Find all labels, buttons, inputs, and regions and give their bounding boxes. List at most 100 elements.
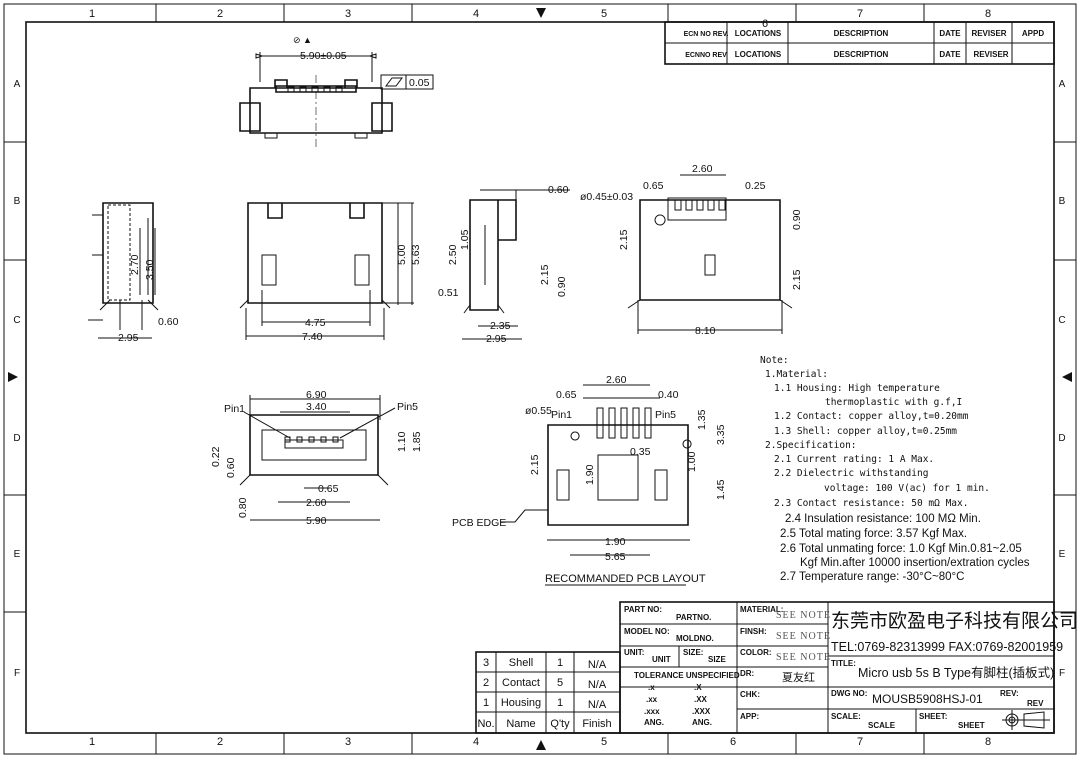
dimension-label: 2.70 — [129, 254, 141, 275]
dimension-label: 0.90 — [556, 276, 568, 297]
col-label: 3 — [345, 8, 351, 20]
field-label: MODEL NO: — [624, 627, 670, 636]
row-label: F — [1059, 668, 1065, 679]
row-label: A — [14, 79, 21, 90]
dimension-label: 2.95 — [486, 333, 507, 345]
field-label: PART NO: — [624, 605, 662, 614]
field-label: REV: — [1000, 689, 1019, 698]
col-label: 5 — [601, 8, 607, 20]
drawing-number: MOUSB5908HSJ-01 — [872, 692, 983, 706]
dimension-label: 1.10 — [396, 431, 408, 452]
dimension-label: 7.40 — [302, 331, 323, 343]
dimension-label: 8.10 — [695, 325, 716, 337]
bom-cell: Housing — [501, 697, 541, 709]
drawn-by: 夏友红 — [782, 670, 815, 684]
col-label: 8 — [985, 736, 991, 748]
dimension-label: 1.85 — [411, 431, 423, 452]
bom-cell: N/A — [588, 699, 607, 711]
dimension-label: 3.50 — [144, 259, 156, 280]
rev-header: APPD — [1022, 29, 1044, 38]
dimension-label: 4.75 — [305, 317, 326, 329]
note-line: Kgf Min.after 10000 insertion/extration … — [800, 557, 1030, 569]
dimension-label: 5.00 — [396, 244, 408, 265]
note-line: 1.1 Housing: High temperature — [774, 383, 940, 394]
col-label: 6 — [762, 18, 768, 30]
rev-header: DESCRIPTION — [834, 29, 889, 38]
dimension-label: 1.90 — [605, 536, 626, 548]
dimension-label: 2.15 — [529, 454, 541, 475]
projection-symbol-icon — [1002, 710, 1050, 730]
part-no: PARTNO. — [676, 613, 711, 622]
bom-cell: Contact — [502, 677, 540, 689]
flatness-box — [380, 74, 434, 90]
dimension-label: 1.35 — [696, 409, 708, 430]
dimension-label: ø0.45±0.03 — [580, 191, 633, 203]
field-label: DWG NO: — [831, 689, 867, 698]
dimension-label: 5.65 — [605, 551, 626, 563]
bom-cell: N/A — [588, 679, 607, 691]
dimension-label: 2.60 — [306, 497, 327, 509]
field-label: SHEET: — [919, 712, 947, 721]
note-line: thermoplastic with g.f,I — [825, 397, 962, 408]
tolerance-value: ANG. — [692, 718, 712, 727]
dimension-label: 5.90±0.05 — [300, 50, 347, 62]
row-label: D — [13, 433, 20, 444]
dimension-label: 0.65 — [318, 483, 339, 495]
dimension-label: 0.51 — [438, 287, 459, 299]
rev-cell: LOCATIONS — [735, 50, 782, 59]
side-view-2: 0.60 1.05 2.50 2.15 0.90 0.51 2.35 2.95 — [438, 184, 570, 345]
field-label: COLOR: — [740, 648, 772, 657]
col-label: 1 — [89, 8, 95, 20]
center-arrow-icon — [8, 8, 1072, 750]
tolerance-value: .xxx — [644, 707, 660, 716]
dimension-label: 2.15 — [539, 264, 551, 285]
rev-header: REVISER — [971, 29, 1006, 38]
tolerance-value: .xx — [646, 695, 658, 704]
pin-label: Pin1 — [224, 403, 245, 415]
dimension-label: 0.40 — [658, 389, 679, 401]
row-label: C — [13, 315, 20, 326]
note-line: 2.4 Insulation resistance: 100 MΩ Min. — [785, 513, 981, 525]
dimension-label: 5.90 — [306, 515, 327, 527]
bom-cell: 1 — [557, 657, 563, 669]
dimension-label: 2.15 — [618, 229, 630, 250]
pcb-edge-label: PCB EDGE — [452, 517, 506, 529]
grid-column-labels: 1 2 3 4 5 6 7 8 1 2 3 4 5 6 7 8 — [89, 8, 991, 748]
col-label: 4 — [473, 736, 479, 748]
size: SIZE — [708, 655, 726, 664]
bom-cell: 1 — [557, 697, 563, 709]
bom-cell: 5 — [557, 677, 563, 689]
field-label: DR: — [740, 669, 754, 678]
dimension-label: 0.25 — [745, 180, 766, 192]
col-label: 7 — [857, 8, 863, 20]
dimension-label: 0.35 — [630, 446, 651, 458]
revision-table: ECN NO REV. LOCATIONS DESCRIPTION DATE R… — [664, 21, 1055, 65]
col-label: 7 — [857, 736, 863, 748]
tolerance-value: .XXX — [692, 707, 711, 716]
note-line: 2.Specification: — [765, 440, 857, 451]
row-label: B — [1059, 196, 1066, 207]
finish: SEE NOTE — [776, 631, 831, 642]
pin-label: Pin5 — [655, 409, 676, 421]
dimension-label: 0.05 — [409, 77, 430, 89]
bom-cell: N/A — [588, 659, 607, 671]
front-view: 5.00 5.63 4.75 7.40 — [239, 202, 422, 343]
tolerance-value: ANG. — [644, 718, 664, 727]
unit: UNIT — [652, 655, 671, 664]
note-line: 2.6 Total unmating force: 1.0 Kgf Min.0.… — [780, 543, 1022, 555]
dimension-label: 1.05 — [459, 229, 471, 250]
dimension-label: 2.15 — [791, 269, 803, 290]
col-label: 6 — [730, 736, 736, 748]
company-contact: TEL:0769-82313999 FAX:0769-82001959 — [831, 640, 1063, 654]
row-label: E — [1059, 549, 1066, 560]
rev-header: DATE — [939, 29, 961, 38]
dimension-label: 5.63 — [410, 244, 422, 265]
note-line: 2.3 Contact resistance: 50 mΩ Max. — [774, 498, 968, 509]
note-line: 2.2 Dielectric withstanding — [774, 468, 928, 479]
col-label: 3 — [345, 736, 351, 748]
col-label: 2 — [217, 736, 223, 748]
bill-of-materials: 3 Shell 1 N/A 2 Contact 5 N/A 1 Housing … — [475, 651, 621, 734]
row-label: A — [1059, 79, 1066, 90]
rear-view: 2.60 0.65 0.25 ø0.45±0.03 2.15 0.90 2.15… — [580, 163, 803, 337]
